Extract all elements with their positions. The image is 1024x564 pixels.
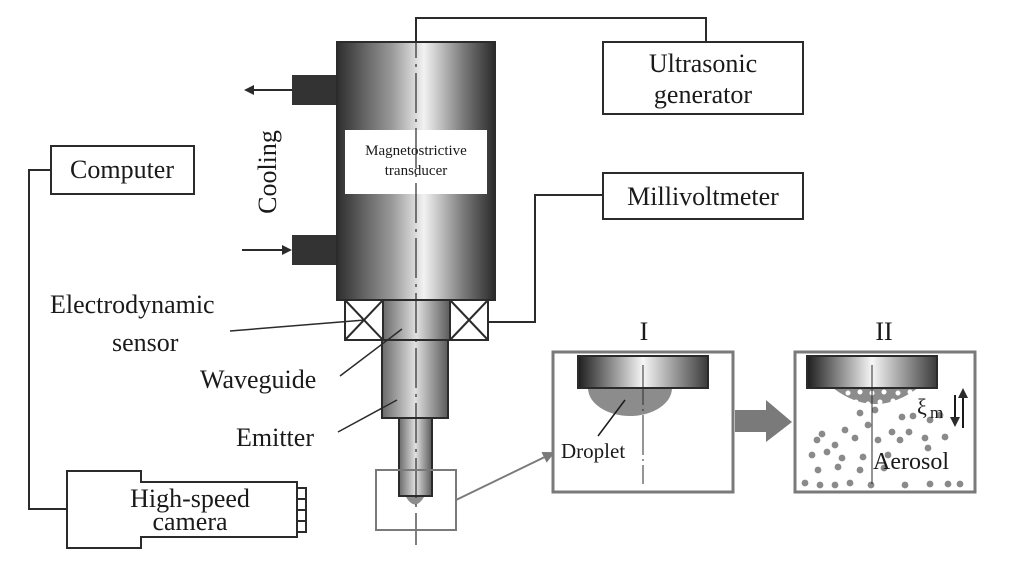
sensor-label-2: sensor bbox=[112, 328, 179, 357]
aerosol-droplet bbox=[905, 428, 913, 436]
aerosol-droplet bbox=[867, 481, 875, 489]
cavitation-bubble bbox=[895, 390, 901, 396]
sensor-label-1: Electrodynamic bbox=[50, 290, 215, 319]
aerosol-droplet bbox=[856, 466, 864, 474]
aerosol-droplet bbox=[823, 448, 831, 456]
ultrasonic-generator-label-2: generator bbox=[654, 80, 753, 109]
aerosol-droplet bbox=[846, 479, 854, 487]
inset-panel-1: Droplet bbox=[551, 350, 735, 494]
aerosol-droplet bbox=[838, 454, 846, 462]
cavitation-bubble bbox=[902, 396, 908, 402]
cavitation-bubble bbox=[881, 389, 887, 395]
aerosol-droplet bbox=[888, 428, 896, 436]
aerosol-droplet bbox=[909, 412, 917, 420]
cavitation-bubble bbox=[865, 401, 871, 407]
aerosol-droplet bbox=[956, 480, 964, 488]
aerosol-droplet bbox=[898, 413, 906, 421]
cavitation-bubble bbox=[845, 390, 851, 396]
inset-panel-2: ξ m Aerosol bbox=[793, 350, 977, 494]
aerosol-droplet bbox=[814, 466, 822, 474]
cavitation-bubbles bbox=[845, 389, 913, 407]
cavitation-bubble bbox=[857, 389, 863, 395]
tip-droplet bbox=[406, 497, 424, 505]
aerosol-droplet bbox=[880, 464, 888, 472]
aerosol-droplet bbox=[859, 453, 867, 461]
cooling-outlet-port bbox=[292, 75, 337, 105]
computer-camera-wire bbox=[28, 169, 67, 510]
aerosol-dots bbox=[801, 406, 964, 489]
aerosol-droplet bbox=[818, 430, 826, 438]
camera-label-1: High-speed bbox=[130, 484, 250, 513]
aerosol-droplet bbox=[808, 451, 816, 459]
cavitation-bubble bbox=[890, 398, 896, 404]
aerosol-droplet bbox=[926, 480, 934, 488]
transition-arrow-icon bbox=[735, 400, 792, 442]
aerosol-droplet bbox=[851, 434, 859, 442]
cavitation-bubble bbox=[907, 389, 913, 395]
droplet-label: Droplet bbox=[561, 439, 625, 463]
aerosol-droplet bbox=[871, 406, 879, 414]
cavitation-bubble bbox=[877, 399, 883, 405]
aerosol-droplet bbox=[856, 409, 864, 417]
aerosol-droplet bbox=[901, 481, 909, 489]
ultrasonic-generator-box: Ultrasonic generator bbox=[602, 41, 804, 115]
aerosol-droplet bbox=[841, 426, 849, 434]
transducer-label-2: transducer bbox=[385, 163, 447, 179]
zoom-arrow-icon bbox=[455, 451, 555, 501]
aerosol-droplet bbox=[896, 436, 904, 444]
aerosol-droplet bbox=[874, 436, 882, 444]
aerosol-droplet bbox=[944, 480, 952, 488]
aerosol-droplet bbox=[941, 433, 949, 441]
aerosol-droplet bbox=[864, 421, 872, 429]
computer-label: Computer bbox=[70, 155, 174, 184]
cooling-inlet-port bbox=[292, 235, 337, 265]
camera-label-2: camera bbox=[152, 507, 228, 536]
aerosol-droplet bbox=[936, 411, 944, 419]
millivoltmeter-wire bbox=[488, 194, 603, 323]
amplitude-symbol: ξ bbox=[917, 394, 927, 419]
aerosol-droplet bbox=[924, 444, 932, 452]
emitter-label: Emitter bbox=[236, 423, 314, 452]
cavitation-bubble bbox=[853, 399, 859, 405]
aerosol-droplet bbox=[831, 441, 839, 449]
aerosol-droplet bbox=[926, 416, 934, 424]
millivoltmeter-box: Millivoltmeter bbox=[602, 172, 804, 220]
aerosol-droplet bbox=[884, 451, 892, 459]
inset-2-label: II bbox=[875, 317, 892, 346]
aerosol-droplet bbox=[816, 481, 824, 489]
emitter bbox=[381, 339, 449, 419]
waveguide-leader bbox=[339, 328, 403, 377]
sensor-leader bbox=[229, 319, 366, 332]
computer-box: Computer bbox=[50, 145, 195, 195]
high-speed-camera bbox=[66, 470, 307, 549]
generator-wire bbox=[415, 17, 707, 42]
millivoltmeter-label: Millivoltmeter bbox=[627, 182, 779, 211]
ultrasonic-generator-label-1: Ultrasonic bbox=[649, 49, 757, 78]
aerosol-droplet bbox=[831, 481, 839, 489]
amplitude-subscript: m bbox=[930, 403, 943, 422]
aerosol-droplet bbox=[801, 479, 809, 487]
emitter-leader bbox=[337, 399, 398, 433]
aerosol-droplet bbox=[813, 436, 821, 444]
droplet-leader bbox=[597, 399, 626, 437]
cooling-label: Cooling bbox=[253, 130, 282, 214]
waveguide-label: Waveguide bbox=[200, 365, 316, 394]
inset-1-label: I bbox=[640, 317, 649, 346]
aerosol-label: Aerosol bbox=[873, 449, 949, 475]
aerosol-droplet bbox=[921, 434, 929, 442]
aerosol-droplet bbox=[834, 463, 842, 471]
